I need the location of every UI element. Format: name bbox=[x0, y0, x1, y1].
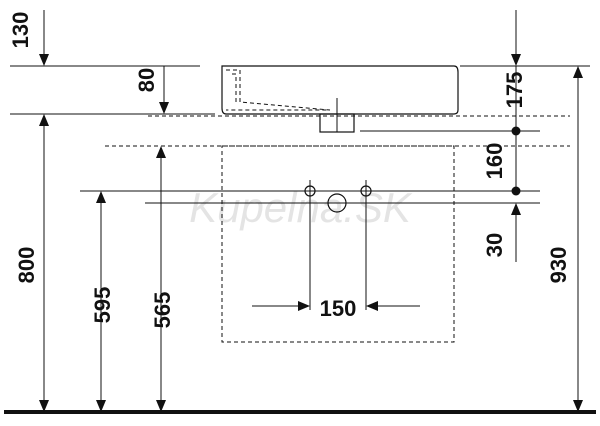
basin-outline bbox=[221, 65, 459, 115]
dim-565-arrow-top bbox=[156, 146, 166, 158]
dim-800-label: 800 bbox=[14, 247, 39, 284]
dim-595-label: 595 bbox=[90, 287, 115, 324]
dim-175-label: 175 bbox=[502, 72, 527, 109]
dim-930-arrow-top bbox=[573, 66, 583, 78]
cabinet-outline bbox=[221, 145, 455, 343]
dim-160-dot bbox=[511, 186, 521, 196]
basin-inner-wall bbox=[232, 73, 237, 104]
dim-595-arrow-bottom bbox=[96, 400, 106, 412]
dim-30-arrow bbox=[511, 203, 521, 215]
dim-150-right-arrow bbox=[366, 301, 378, 311]
dim-160-label: 160 bbox=[482, 143, 507, 180]
dim-175-arrow bbox=[511, 54, 521, 66]
dim-80-label: 80 bbox=[134, 68, 159, 92]
dim-930-label: 930 bbox=[546, 247, 571, 284]
dim-80-arrow bbox=[159, 102, 169, 114]
dim-130-arrow bbox=[39, 54, 49, 66]
dim-595-arrow-top bbox=[96, 191, 106, 203]
watermark: Kupelna.SK bbox=[189, 184, 413, 231]
dim-30-label: 30 bbox=[482, 233, 507, 257]
dim-800-arrow-top bbox=[39, 114, 49, 126]
dim-150-label: 150 bbox=[320, 296, 357, 321]
drain-hole bbox=[327, 193, 347, 213]
dim-150-left-arrow bbox=[298, 301, 310, 311]
basin-inner-profile bbox=[226, 69, 331, 111]
dim-130-label: 130 bbox=[8, 12, 33, 49]
dim-930-arrow-bottom bbox=[573, 400, 583, 412]
dim-565-arrow-bottom bbox=[156, 400, 166, 412]
dim-565-label: 565 bbox=[150, 292, 175, 329]
dim-800-arrow-bottom bbox=[39, 400, 49, 412]
